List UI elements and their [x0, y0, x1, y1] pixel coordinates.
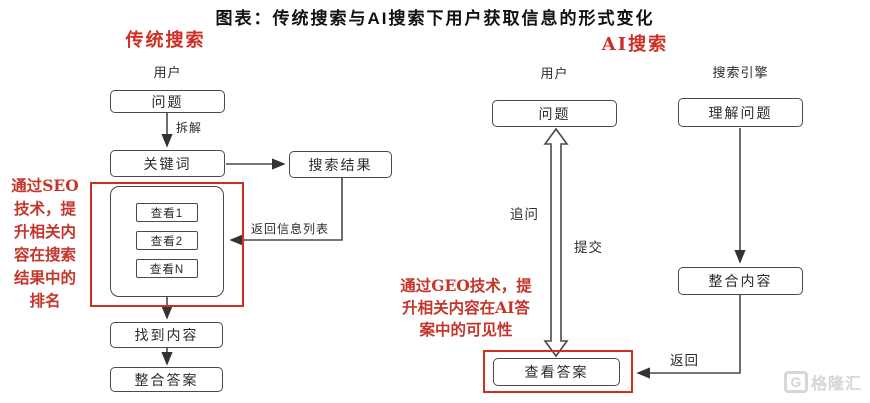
node-question-right: 问题 [492, 100, 617, 127]
ai-actor-user: 用户 [540, 66, 569, 81]
watermark-text: 格隆汇 [810, 376, 862, 393]
edge-label-return-list: 返回信息列表 [251, 222, 330, 236]
node-view-2: 查看2 [136, 231, 198, 250]
edge-label-decompose: 拆解 [176, 121, 203, 135]
edge-label-follow-up: 追问 [510, 207, 539, 222]
node-keyword: 关键词 [110, 150, 225, 177]
edge-label-submit: 提交 [574, 240, 603, 255]
traditional-search-header: 传统搜索 [125, 30, 206, 51]
ai-actor-search-engine: 搜索引擎 [712, 65, 769, 80]
seo-note: 通过SEO 技术，提 升相关内 容在搜索 结果中的 排名 [11, 176, 79, 310]
geo-highlight-rect [483, 350, 633, 393]
gelonghui-logo-icon: G [783, 371, 808, 393]
node-search-results: 搜索结果 [289, 151, 392, 178]
node-view-1: 查看1 [136, 203, 198, 222]
node-view-answer: 查看答案 [493, 358, 620, 386]
edge-label-return: 返回 [670, 353, 699, 368]
node-view-n: 查看N [136, 259, 198, 278]
node-found-content: 找到内容 [110, 322, 223, 348]
geo-note: 通过GEO技术，提 升相关内容在AI答 案中的可见性 [400, 276, 532, 339]
node-combine-content: 整合内容 [678, 267, 803, 295]
traditional-actor-user: 用户 [153, 65, 182, 80]
figure-title: 图表：传统搜索与AI搜索下用户获取信息的形式变化 [215, 9, 655, 28]
watermark: G 格隆汇 [783, 370, 862, 394]
node-question-left: 问题 [110, 90, 225, 113]
ai-search-header: AI搜索 [601, 34, 669, 55]
node-understand-question: 理解问题 [678, 98, 803, 127]
node-combine-answer: 整合答案 [110, 367, 223, 392]
seo-highlight-rect [90, 182, 244, 307]
